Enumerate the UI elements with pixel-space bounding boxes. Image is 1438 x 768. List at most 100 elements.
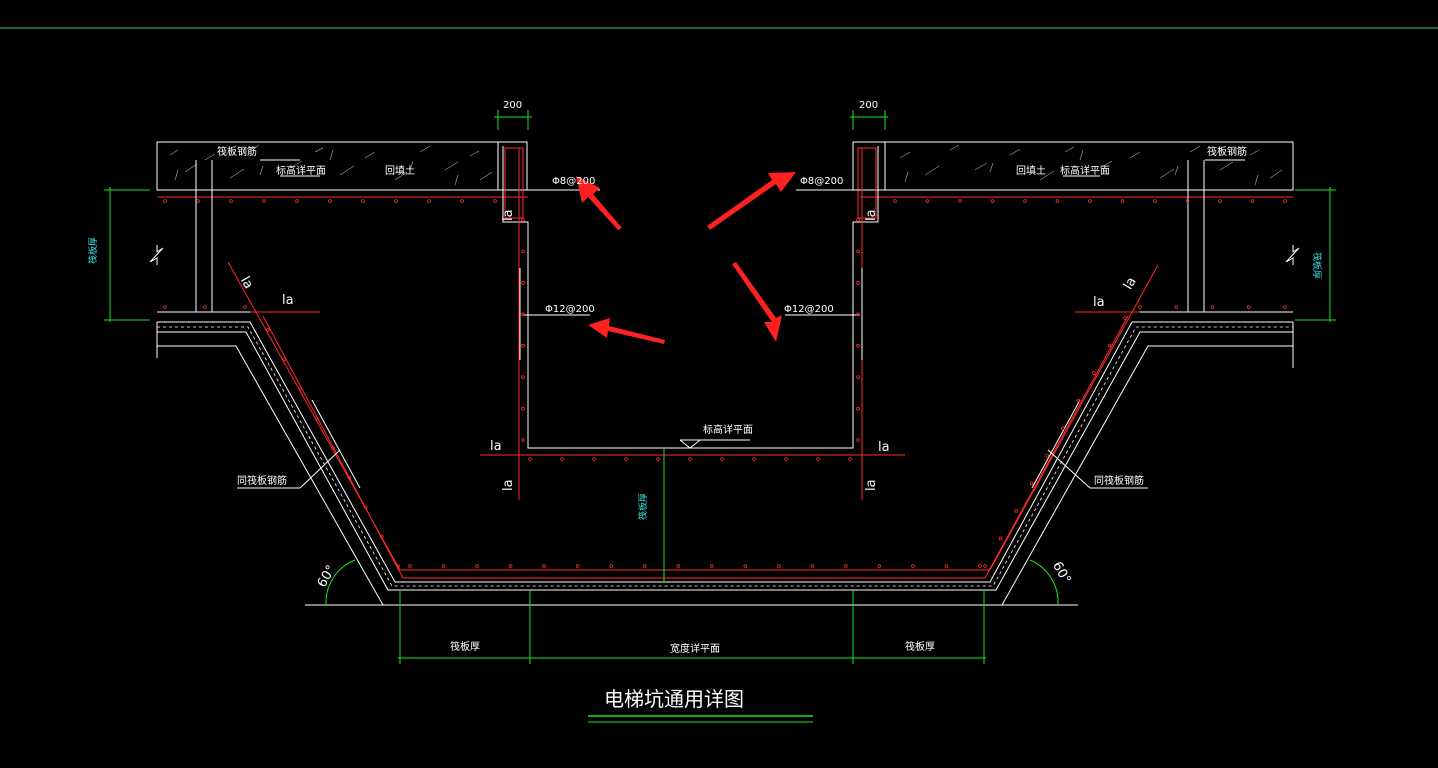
drawing-title: 电梯坑通用详图 [604, 687, 744, 711]
rebar-mid-right: Φ12@200 [784, 304, 834, 315]
la-left-slope: la [237, 274, 256, 292]
rebar-dot [1153, 199, 1157, 203]
arrow-to-left-phi12 [588, 318, 665, 344]
rebar-mid-left: Φ12@200 [545, 304, 595, 315]
rebar-dot [709, 564, 714, 568]
drawing-text: 200 200 筏板钢筋 筏板钢筋 标高详平面 标高详平面 回填土 回填土 Φ8… [87, 100, 1323, 711]
rebar-dot [196, 199, 200, 203]
angle-right: 60° [1049, 559, 1074, 586]
rebar-dot [752, 457, 756, 461]
thickness-left-vertical: 筏板厚 [87, 237, 99, 264]
rebar-dot [163, 305, 167, 309]
rebar-dot [1076, 398, 1081, 403]
pit-outline [156, 321, 1294, 606]
angle-left: 60° [315, 563, 340, 590]
rebar-dot [1218, 199, 1222, 203]
slab-rebar-label-right: 筏板钢筋 [1207, 145, 1247, 158]
rebar-dot [877, 564, 882, 568]
rebar-dot [1023, 199, 1027, 203]
leaders [237, 159, 1245, 489]
arrow-to-right-phi12 [732, 262, 782, 342]
rebar-dot [1283, 199, 1287, 203]
rebar-dot [361, 199, 365, 203]
rebar-dot [1055, 199, 1060, 203]
rebar-dot [1107, 343, 1112, 348]
rebar-dot [990, 199, 995, 203]
rebar-dot [1210, 305, 1215, 309]
rebar-dot [521, 218, 525, 222]
la-left-bottom: la [490, 439, 502, 454]
rebar-dot [1283, 305, 1287, 309]
arrow-to-left-phi8 [576, 176, 622, 230]
rebar-dot [810, 564, 815, 568]
rebar-dot [856, 312, 860, 317]
rebar-dot [1120, 199, 1125, 203]
rebar-dot [856, 406, 860, 411]
bottom-thickness-left: 筏板厚 [450, 640, 480, 653]
rebar-dot [521, 375, 525, 379]
rebar-dot [560, 457, 564, 461]
rebar-dot [1138, 305, 1142, 309]
rebar-dot [331, 446, 335, 450]
rebar-dot [460, 199, 464, 203]
rebar-dot [493, 199, 497, 203]
rebar-dot [521, 312, 525, 317]
rebar-dot [816, 457, 820, 461]
rebar-dot [676, 564, 681, 568]
same-rebar-left: 同筏板钢筋 [237, 474, 287, 487]
rebar-dot [911, 564, 915, 568]
rebar-dot [575, 564, 580, 568]
rebar-dot [229, 199, 233, 203]
left-slab [149, 141, 528, 313]
rebar-dot [848, 457, 852, 461]
thickness-right-vertical: 筏板厚 [1311, 252, 1323, 279]
rebar-dot [1185, 199, 1190, 203]
thickness-center-vertical: 筏板厚 [637, 493, 649, 520]
rebar-dot [856, 375, 860, 379]
rebar-dot [958, 199, 962, 203]
rebar-dot [163, 199, 167, 203]
pit-elevation-label: 标高详平面 [703, 423, 753, 436]
center-pit [480, 146, 905, 500]
rebar-dot [592, 457, 596, 461]
annotation-arrows [576, 172, 796, 344]
rebar-dot [925, 199, 930, 203]
rebar-dot [203, 305, 207, 309]
la-right-slab: la [1093, 295, 1105, 310]
rebar-dot [609, 564, 613, 568]
elev-label-left: 标高详平面 [276, 164, 326, 177]
rebar-dot [396, 564, 400, 568]
la-left-wall-bottom: la [501, 479, 516, 491]
la-right-wall-bottom: la [864, 479, 879, 491]
rebar-dot [508, 564, 513, 568]
rebar-dot [528, 457, 532, 461]
backfill-label-right: 回填土 [1016, 164, 1046, 177]
rebar-dot [1174, 305, 1179, 309]
rebar-dot [521, 343, 525, 348]
dimensions [104, 110, 1336, 664]
rebar-dot [521, 249, 525, 254]
rebar-dot [1123, 316, 1127, 320]
rebar-dot [844, 564, 848, 568]
rebar-dot [521, 438, 525, 442]
rebar-dot [243, 305, 247, 309]
rebar-dot [720, 457, 724, 461]
rebar-dot [1246, 305, 1251, 309]
rebar-dot [521, 281, 525, 285]
rebar-dot [1250, 199, 1255, 203]
la-right-bottom: la [878, 440, 890, 455]
rebar-dot [688, 457, 692, 461]
rebar-dot [784, 457, 788, 461]
rebar-dot [1092, 371, 1096, 375]
rebar-dot [475, 564, 479, 568]
rebar-dot [743, 564, 748, 568]
bottom-width-label: 宽度详平面 [670, 642, 720, 655]
rebar-top-right: Φ8@200 [800, 176, 843, 187]
arrow-to-right-phi8 [707, 172, 796, 230]
rebar-dot [427, 199, 431, 203]
rebar-dot [441, 564, 446, 568]
rebar-dot [1088, 199, 1092, 203]
same-rebar-right: 同筏板钢筋 [1094, 474, 1144, 487]
rebar-dot [856, 281, 860, 285]
